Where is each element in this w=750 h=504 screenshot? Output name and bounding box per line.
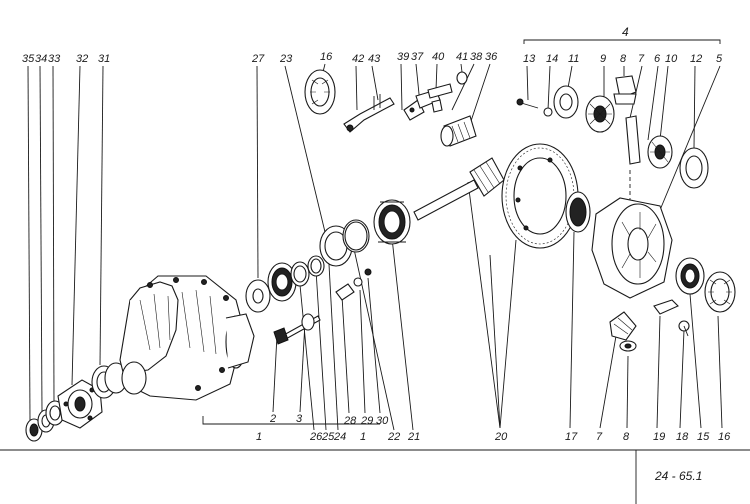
washer-14 [543, 107, 553, 117]
spacer-25 [290, 261, 310, 287]
shim-27 [245, 279, 271, 313]
adjuster-ring-16-top [304, 69, 336, 115]
label-12: 12 [690, 53, 702, 65]
pinion-38 [431, 99, 443, 113]
label-16-top: 16 [320, 51, 333, 63]
bearing-26 [267, 262, 297, 302]
label-4: 4 [622, 25, 629, 39]
pin-43 [373, 94, 381, 110]
drive-pinion-20 [413, 157, 505, 221]
lock-plate-19 [653, 299, 679, 315]
label-1-left: 1 [256, 431, 262, 443]
label-8-bottom: 8 [623, 431, 630, 443]
bolt-30 [364, 268, 372, 276]
lock-tab-28 [335, 283, 355, 301]
label-7-top: 7 [638, 53, 645, 65]
label-23: 23 [279, 53, 293, 65]
label-16-bottom: 16 [718, 431, 731, 443]
label-25: 25 [321, 431, 335, 443]
label-2: 2 [269, 413, 276, 425]
label-40: 40 [432, 51, 445, 63]
thrust-washer-8 [619, 340, 637, 352]
thrust-washer-12 [679, 147, 709, 189]
side-gear-9 [585, 95, 615, 133]
label-11: 11 [568, 53, 579, 65]
label-29: 29 [360, 415, 373, 427]
pinion-gear-8-top [613, 75, 637, 105]
label-43: 43 [368, 53, 381, 65]
group-1-bracket [202, 416, 380, 425]
label-15: 15 [697, 431, 710, 443]
label-6: 6 [654, 53, 661, 65]
label-17: 17 [565, 431, 578, 443]
companion-flange-32 [57, 379, 103, 429]
carrier-housing [119, 275, 255, 401]
pinion-gear-7 [609, 311, 637, 341]
label-1-mid: 1 [360, 431, 366, 443]
lock-42 [343, 97, 395, 133]
ring-gear-20 [501, 143, 579, 249]
label-38: 38 [470, 51, 483, 63]
label-14: 14 [546, 53, 558, 65]
bearing-17 [565, 191, 591, 233]
label-32: 32 [76, 53, 88, 65]
label-37: 37 [411, 51, 424, 63]
label-21: 21 [407, 431, 420, 443]
pinion-shaft-6 [625, 115, 641, 165]
label-7-bottom: 7 [596, 431, 603, 443]
ring-24 [307, 255, 325, 277]
snap-ring-22 [342, 219, 370, 253]
oil-seal-31 [91, 362, 128, 399]
label-18: 18 [676, 431, 689, 443]
adjuster-ring-16 [704, 271, 736, 313]
label-31: 31 [98, 53, 110, 65]
label-34: 34 [35, 53, 47, 65]
label-9: 9 [600, 53, 606, 65]
drawing-code: 24 - 65.1 [655, 469, 703, 483]
label-35: 35 [22, 53, 35, 65]
washer-3 [301, 313, 315, 331]
coupling-36 [440, 115, 477, 147]
label-30: 30 [376, 415, 389, 427]
label-36: 36 [485, 51, 498, 63]
bolt-18 [678, 320, 690, 337]
side-gear-10 [647, 135, 673, 169]
label-26: 26 [309, 431, 323, 443]
label-33: 33 [48, 53, 61, 65]
label-19: 19 [653, 431, 665, 443]
shaft-40 [427, 83, 453, 99]
leader-lines-bottom [272, 181, 723, 431]
label-41: 41 [456, 51, 468, 63]
label-24: 24 [333, 431, 346, 443]
label-27: 27 [251, 53, 265, 65]
label-3: 3 [296, 413, 303, 425]
label-8-top: 8 [620, 53, 627, 65]
label-42: 42 [352, 53, 364, 65]
group-4-bracket [523, 39, 721, 44]
label-5: 5 [716, 53, 723, 65]
label-10: 10 [665, 53, 678, 65]
label-39: 39 [397, 51, 409, 63]
bearing-15 [675, 257, 705, 295]
label-13: 13 [523, 53, 536, 65]
label-20: 20 [494, 431, 508, 443]
bearing-21 [373, 199, 411, 245]
label-22: 22 [387, 431, 400, 443]
label-28: 28 [343, 415, 357, 427]
differential-case-5 [591, 197, 673, 299]
nut-29 [353, 277, 363, 287]
ring-41 [456, 71, 468, 85]
bolt-13 [516, 98, 539, 109]
thrust-washer-11 [553, 85, 579, 119]
